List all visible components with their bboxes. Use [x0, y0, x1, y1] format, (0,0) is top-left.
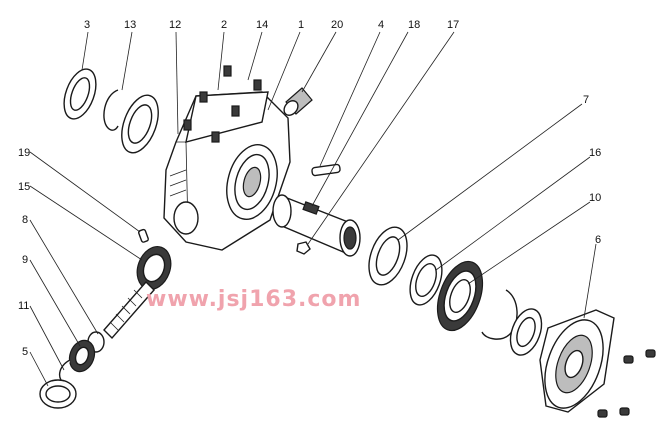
callout-14: 14 [256, 19, 268, 31]
watermark: www.jsj163.com [146, 287, 361, 312]
callout-16: 16 [589, 147, 601, 159]
callout-6: 6 [595, 234, 601, 246]
callout-1: 1 [298, 19, 304, 31]
callout-17: 17 [447, 19, 459, 31]
part-4-key [311, 163, 341, 177]
callout-7: 7 [583, 94, 589, 106]
part-17-hollow-shaft [272, 194, 361, 257]
part-13-circlip [103, 89, 119, 131]
part-circlip-right [481, 289, 518, 340]
callout-12: 12 [169, 19, 181, 31]
part-18-nut [296, 241, 311, 255]
callout-11: 11 [18, 300, 29, 312]
part-14-cover-screws [183, 65, 262, 143]
part-10-bearing [436, 260, 484, 332]
callout-18: 18 [408, 19, 420, 31]
callout-5: 5 [22, 346, 28, 358]
callout-15: 15 [18, 181, 30, 193]
part-bearing-top [121, 94, 159, 154]
part-8-worm-shaft [87, 280, 155, 353]
leader-lines [29, 31, 597, 387]
part-9-bearing [68, 339, 96, 373]
part-5-seal [39, 379, 77, 409]
part-6-flange [539, 309, 615, 413]
part-1-housing [163, 91, 291, 251]
part-6-flange-screws [597, 349, 656, 418]
callout-labels: 3 13 12 2 14 1 20 4 18 17 7 16 10 6 19 1… [18, 19, 601, 358]
part-16-seal [409, 254, 443, 306]
part-20-plug [283, 87, 313, 116]
callout-2: 2 [221, 19, 227, 31]
part-19-pin [137, 228, 149, 243]
callout-19: 19 [18, 147, 30, 159]
callout-13: 13 [124, 19, 136, 31]
callout-10: 10 [589, 192, 601, 204]
callout-3: 3 [84, 19, 90, 31]
callout-20: 20 [331, 19, 343, 31]
part-3-seal [63, 68, 97, 120]
callout-9: 9 [22, 254, 28, 266]
part-seal-right [509, 308, 543, 356]
callout-4: 4 [378, 19, 384, 31]
part-7-bearing [368, 226, 408, 286]
callout-8: 8 [22, 214, 28, 226]
